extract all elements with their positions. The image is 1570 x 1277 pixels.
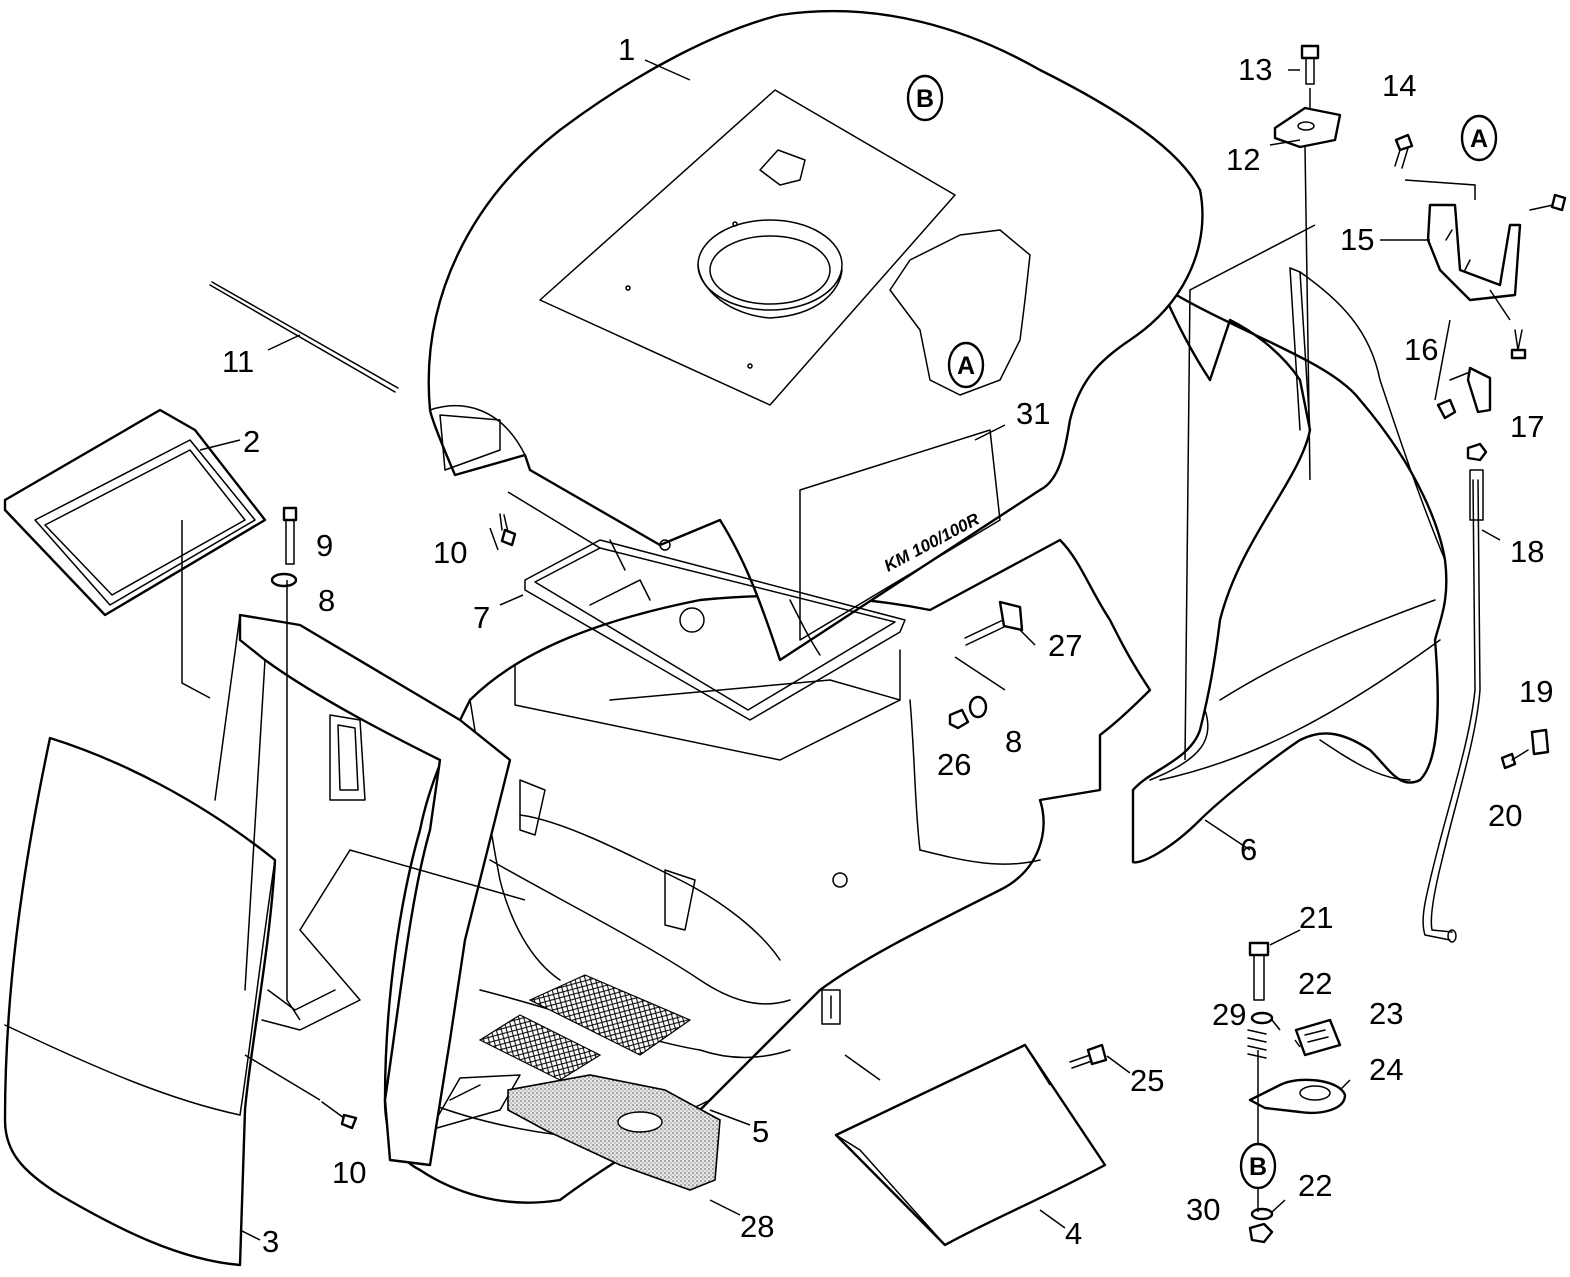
fasteners	[270, 44, 1567, 1244]
callout-b-top-text: B	[916, 85, 934, 113]
part-2-front-panel	[3, 408, 267, 617]
callout-a-right-text: A	[1470, 125, 1488, 153]
label-part-7: 7	[473, 600, 490, 635]
label-part-5: 5	[752, 1114, 769, 1149]
callout-a-top: A	[947, 341, 985, 389]
label-part-26: 26	[937, 747, 971, 782]
label-part-11: 11	[222, 344, 254, 379]
label-part-1: 1	[618, 32, 635, 67]
label-part-2: 2	[243, 424, 260, 459]
callout-b-top: B	[906, 74, 944, 122]
label-part-20: 20	[1488, 798, 1522, 833]
part-3-front-frame	[214, 613, 512, 1167]
callout-b-bottom: B	[1239, 1142, 1277, 1190]
part-4-bottom-plate	[834, 1043, 1107, 1247]
part-18-long-rod	[1422, 469, 1484, 943]
part-6-right-side-cover	[1131, 267, 1448, 864]
label-part-22-upper: 22	[1298, 966, 1332, 1001]
label-part-10-lower: 10	[332, 1155, 366, 1190]
label-part-29: 29	[1212, 997, 1246, 1032]
label-part-17: 17	[1510, 409, 1544, 444]
label-part-19: 19	[1519, 674, 1553, 709]
label-part-24: 24	[1369, 1052, 1403, 1087]
label-part-25: 25	[1130, 1063, 1164, 1098]
label-part-31: 31	[1016, 396, 1050, 431]
label-part-6: 6	[1240, 832, 1257, 867]
part-11-rod	[209, 281, 399, 393]
label-part-13: 13	[1238, 52, 1272, 87]
label-part-4: 4	[1065, 1216, 1082, 1251]
callout-b-bottom-text: B	[1249, 1153, 1267, 1181]
callout-a-top-text: A	[957, 352, 975, 380]
label-part-18: 18	[1510, 534, 1544, 569]
label-part-8-right: 8	[1005, 724, 1022, 759]
label-part-8-left: 8	[318, 583, 335, 618]
callout-a-right: A	[1460, 114, 1498, 162]
label-part-28: 28	[740, 1209, 774, 1244]
part-7-wire-frame	[524, 539, 906, 721]
label-part-14: 14	[1382, 68, 1416, 103]
label-part-21: 21	[1299, 900, 1333, 935]
label-part-15: 15	[1340, 222, 1374, 257]
label-part-12: 12	[1226, 142, 1260, 177]
label-part-22-lower: 22	[1298, 1168, 1332, 1203]
part-28-foam-block	[507, 1074, 721, 1191]
label-part-30: 30	[1186, 1192, 1220, 1227]
part-labels: 1 2 3 4 5 6 7 8 8 9 10 10 11 12 13 14 15…	[222, 32, 1553, 1259]
label-part-23: 23	[1369, 996, 1403, 1031]
label-part-27: 27	[1048, 628, 1082, 663]
label-part-16: 16	[1404, 332, 1438, 367]
part-3-front-door	[3, 736, 277, 1267]
part-5-chassis-base	[383, 538, 1152, 1204]
part-1-top-hood: KM 100/100R	[427, 9, 1204, 662]
label-part-3: 3	[262, 1224, 279, 1259]
label-part-10-upper: 10	[433, 535, 467, 570]
label-part-9: 9	[316, 528, 333, 563]
